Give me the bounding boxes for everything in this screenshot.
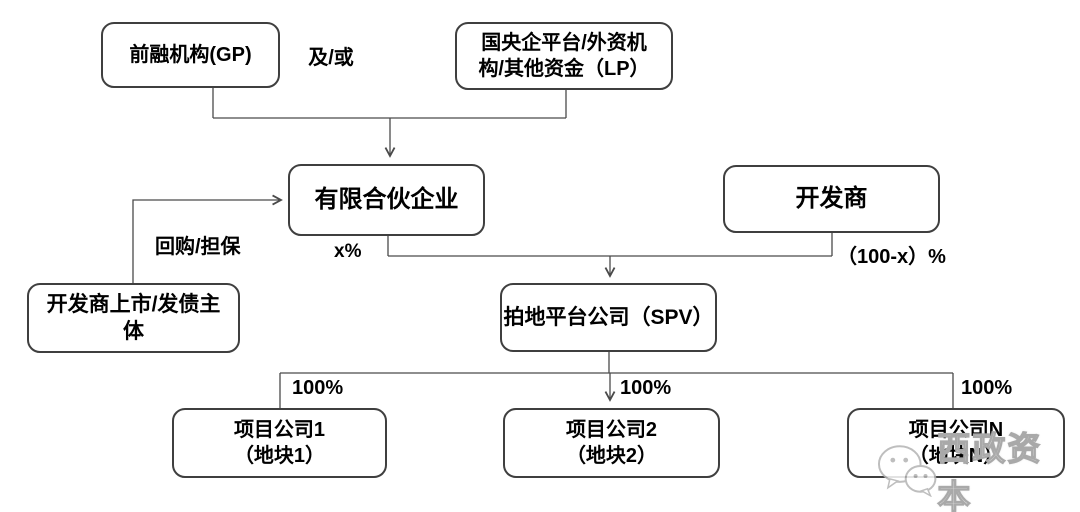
node-project2-label-line1: 项目公司2	[565, 419, 658, 441]
node-projectN-label-line2: （地块N）	[908, 445, 1004, 467]
node-issuer: 开发商上市/发债主 体	[27, 283, 240, 353]
node-gp-label: 前融机构(GP)	[129, 44, 252, 66]
node-gp: 前融机构(GP)	[101, 22, 280, 88]
node-issuer-label-line2: 体	[123, 320, 144, 343]
node-lp: 国央企平台/外资机 构/其他资金（LP）	[455, 22, 673, 90]
node-projectN-label-line1: 项目公司N	[908, 419, 1004, 441]
connector-spv-distribution	[279, 352, 954, 408]
label-pct-project2: 100%	[620, 377, 672, 399]
label-pct-projectN: 100%	[961, 377, 1013, 399]
node-issuer-label-line1: 开发商上市/发债主	[46, 292, 221, 316]
node-project1-label-line1: 项目公司1	[233, 419, 326, 441]
node-project1-label-line2: （地块1）	[233, 445, 326, 467]
label-buyback-guarantee: 回购/担保	[155, 236, 241, 258]
node-project1: 项目公司1 （地块1）	[172, 408, 387, 478]
label-developer-percent: （100-x）%	[837, 246, 946, 268]
node-projectN: 项目公司N （地块N）	[847, 408, 1065, 478]
label-and-or: 及/或	[308, 47, 354, 69]
node-developer-label: 开发商	[795, 185, 868, 213]
label-pct-project1: 100%	[292, 377, 344, 399]
node-developer: 开发商	[723, 165, 940, 233]
connector-gp-lp-merge	[212, 88, 567, 119]
node-project2-label-line2: （地块2）	[565, 445, 658, 467]
node-project2: 项目公司2 （地块2）	[503, 408, 720, 478]
node-spv: 拍地平台公司（SPV）	[500, 283, 717, 352]
node-partnership-label: 有限合伙企业	[314, 186, 459, 214]
node-lp-label-line1: 国央企平台/外资机	[481, 32, 647, 54]
connector-buyback-arrow	[132, 194, 283, 283]
node-spv-label: 拍地平台公司（SPV）	[503, 305, 714, 329]
label-x-percent: x%	[334, 241, 362, 262]
connector-partnership-developer-merge	[387, 233, 833, 257]
node-lp-label-line2: 构/其他资金（LP）	[478, 58, 650, 80]
node-partnership: 有限合伙企业	[288, 164, 485, 236]
